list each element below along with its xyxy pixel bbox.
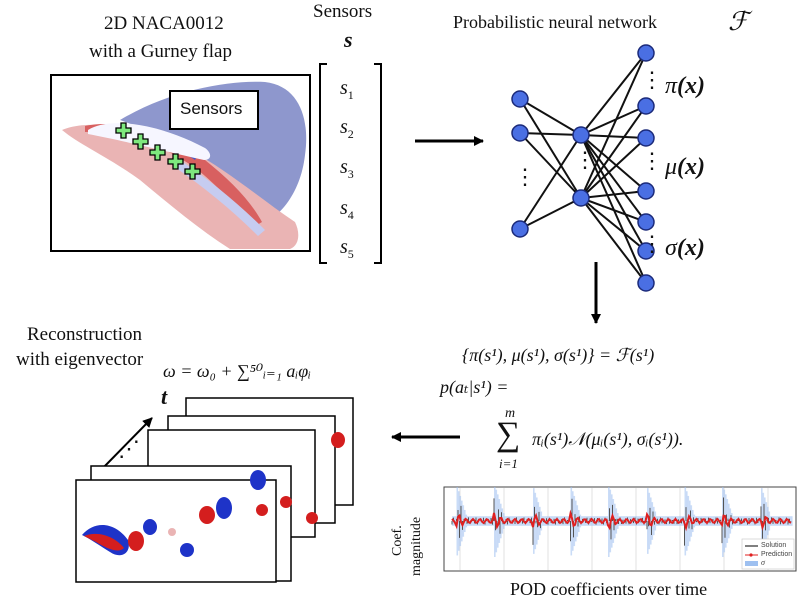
pod-caption: POD coefficients over time [510, 579, 708, 599]
network-edge [580, 52, 647, 199]
network-edge [580, 134, 647, 139]
equation-sum-body: πᵢ(s¹)𝒩(μᵢ(s¹), σᵢ(s¹)). [532, 429, 684, 449]
network-edge [580, 105, 647, 199]
nn-dots-hidden: ⋮ [574, 147, 596, 172]
pod-legend-solution: Solution [761, 542, 787, 549]
reconstruction-title-line2: with eigenvector [16, 349, 144, 370]
output-node-7 [637, 274, 655, 292]
output-node-4 [637, 182, 655, 200]
network-edge [580, 190, 647, 199]
input-node-2 [511, 124, 529, 142]
network-edge [580, 137, 647, 199]
network-edge [580, 197, 647, 284]
equation-mixture-params: {π(s¹), μ(s¹), σ(s¹)} = ℱ(s¹) [462, 345, 655, 365]
pod-ylabel-line2: magnitude [409, 516, 424, 576]
pod-plot [443, 486, 797, 572]
sensor-vector-brackets [319, 63, 382, 264]
output-pi: π(x) [665, 73, 706, 99]
network-edges [519, 52, 647, 284]
sensor-marker-2 [132, 133, 149, 150]
sensor-entry-2: s2 [340, 116, 354, 141]
sensor-vector-title: Sensors [313, 1, 373, 22]
network-edge [580, 134, 647, 192]
output-sigma: σ(x) [665, 235, 705, 261]
pod-ylabel-line1: Coef. [390, 525, 405, 556]
nn-dots-out-3: ⋮ [641, 231, 663, 256]
sensor-markers [115, 122, 201, 180]
sensors-box-label: Sensors [180, 99, 243, 118]
output-node-2 [637, 97, 655, 115]
network-edge [580, 52, 647, 136]
hidden-node-1 [572, 126, 590, 144]
equation-probability-lhs: p(aₜ|s¹) = [440, 377, 509, 397]
input-node-3 [511, 220, 529, 238]
sensor-entry-1: s1 [340, 77, 354, 102]
output-node-3 [637, 129, 655, 147]
sensor-entry-5: s5 [340, 236, 354, 261]
sensor-entry-3: s3 [340, 156, 354, 181]
airfoil-title-line1: 2D NACA0012 [104, 13, 224, 34]
reconstruction-title-line1: Reconstruction [27, 324, 143, 345]
nn-dots-input: ⋮ [514, 164, 536, 189]
network-edge [580, 134, 647, 223]
pod-legend-sigma: σ [761, 558, 765, 567]
time-axis-label: t [161, 384, 168, 409]
network-edge [519, 132, 582, 199]
network-edge [519, 197, 582, 230]
airfoil-title-line2: with a Gurney flap [89, 41, 232, 62]
sensor-marker-3 [149, 144, 166, 161]
input-node-1 [511, 90, 529, 108]
reconstruction-equation: ω = ω₀ + ∑⁵⁰ᵢ₌₁ aᵢφᵢ [163, 361, 312, 381]
sensor-marker-4 [167, 153, 184, 170]
network-edge [580, 197, 647, 252]
airfoil-flow-panel [50, 74, 311, 252]
network-nodes [511, 44, 655, 292]
equation-sum-bottom: i=1 [499, 456, 518, 471]
snapshot-ellipsis: ⋰ [118, 436, 140, 461]
network-edge [580, 105, 647, 136]
equation-sum-top: m [505, 406, 516, 421]
nn-dots-out-1: ⋮ [641, 67, 663, 92]
output-node-6 [637, 242, 655, 260]
network-edge [580, 197, 647, 223]
network-edge [519, 98, 582, 199]
network-edge [580, 134, 647, 252]
sensor-vector-symbol: s [344, 27, 353, 52]
snapshot-stack [75, 397, 354, 583]
time-axis-arrow [100, 417, 153, 471]
network-edge [519, 132, 582, 136]
output-node-1 [637, 44, 655, 62]
output-node-5 [637, 213, 655, 231]
output-mu: μ(x) [665, 154, 706, 180]
network-edge [519, 134, 582, 230]
sensor-marker-1 [115, 122, 132, 139]
sensor-marker-5 [184, 163, 201, 180]
network-symbol: ℱ [728, 7, 749, 36]
equation-sum-symbol: ∑ [496, 416, 521, 453]
sensor-entry-4: s4 [340, 197, 354, 222]
hidden-node-2 [572, 189, 590, 207]
network-title: Probabilistic neural network [453, 12, 657, 32]
nn-dots-out-2: ⋮ [641, 148, 663, 173]
network-edge [519, 98, 582, 136]
pod-legend-prediction: Prediction [761, 551, 793, 558]
